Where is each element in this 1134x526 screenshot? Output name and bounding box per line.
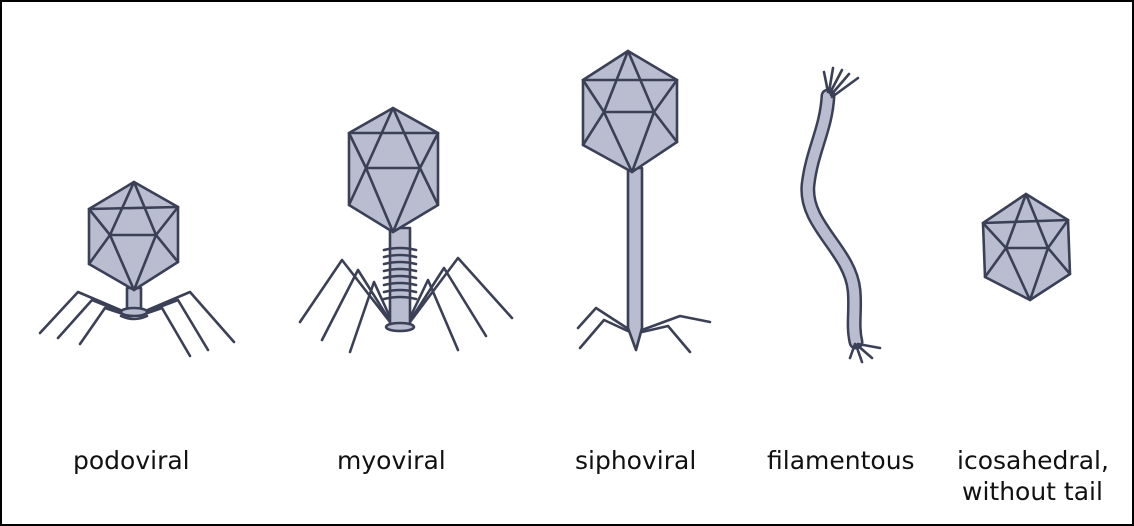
label-icosahedral-line2: without tail (962, 477, 1103, 507)
podoviral-capsid-head (89, 182, 178, 290)
siphoviral-tail (628, 168, 642, 350)
label-siphoviral: siphoviral (575, 446, 696, 476)
myoviral-phage (300, 108, 512, 352)
filamentous-phage (808, 68, 880, 362)
siphoviral-phage (578, 51, 710, 352)
label-podoviral: podoviral (73, 446, 190, 476)
siphoviral-capsid-head (583, 51, 677, 172)
label-filamentous: filamentous (767, 446, 915, 476)
icosahedral-capsid (983, 194, 1070, 300)
label-icosahedral-line1: icosahedral, (957, 446, 1109, 476)
myoviral-capsid-head (349, 108, 438, 232)
label-myoviral: myoviral (337, 446, 446, 476)
podoviral-phage (40, 182, 234, 356)
myoviral-baseplate (386, 323, 414, 331)
siphoviral-tail-fibers (578, 308, 710, 352)
podoviral-baseplate (121, 308, 147, 319)
